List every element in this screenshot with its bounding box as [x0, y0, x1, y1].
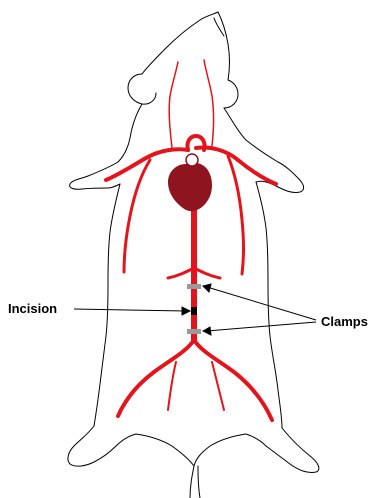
heart	[168, 163, 212, 211]
clamps-label: Clamps	[321, 314, 368, 329]
arterial-tree	[106, 60, 276, 420]
clamp-lower	[187, 329, 201, 334]
incision-mark	[191, 307, 197, 315]
incision-label: Incision	[8, 301, 57, 316]
heart-top-lobe	[186, 154, 198, 166]
clamp-upper	[187, 284, 201, 289]
clamp-lower-arrowhead	[203, 327, 211, 335]
incision-arrowhead	[182, 307, 190, 315]
clamp-upper-arrowhead	[203, 284, 211, 292]
